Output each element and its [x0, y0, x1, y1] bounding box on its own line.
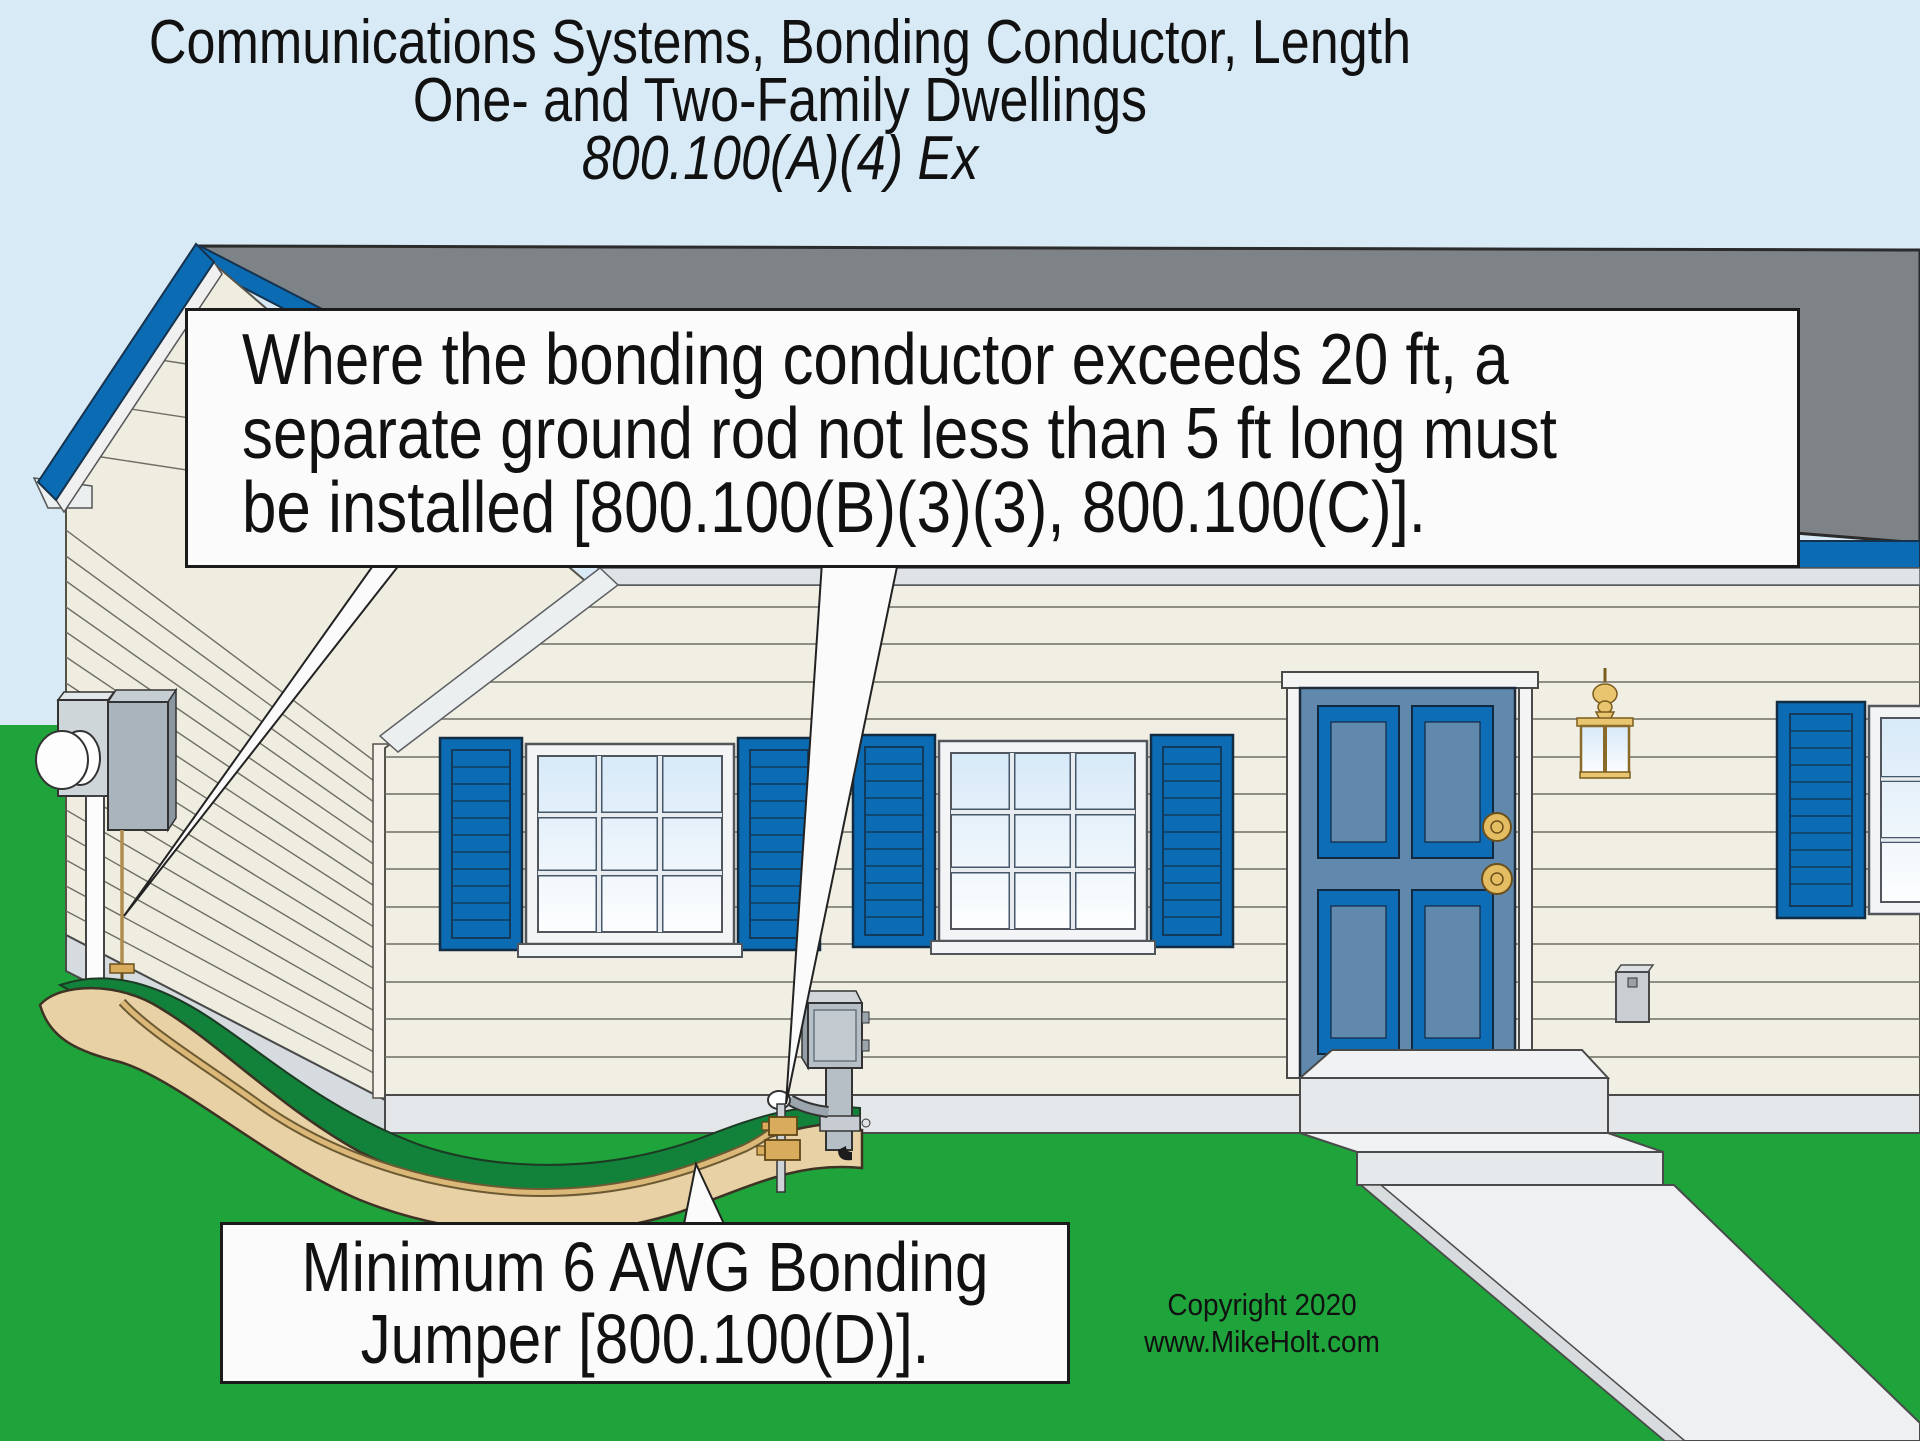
callout-line: Minimum 6 AWG Bonding — [301, 1228, 989, 1306]
door-jamb-right — [1518, 687, 1533, 1079]
window-sill — [930, 940, 1156, 955]
roof-fascia-blue — [1794, 540, 1920, 569]
trench — [38, 977, 864, 1235]
doorbell-box — [1614, 964, 1655, 1023]
code-reference: 800.100(A)(4) Ex — [581, 124, 979, 193]
title-line-1: Communications Systems, Bonding Conducto… — [148, 8, 1412, 77]
window-sill — [517, 943, 743, 958]
door-lintel — [1281, 671, 1539, 689]
satellite-dish-icon — [35, 730, 101, 790]
shutter — [851, 733, 937, 949]
ground-rod-clamps — [756, 1116, 801, 1161]
shutter — [438, 736, 524, 952]
comm-equipment-left — [35, 687, 178, 1003]
sidewalk — [1358, 1184, 1920, 1441]
ground-rod-callout: Where the bonding conductor exceeds 20 f… — [185, 308, 1800, 568]
door-knob — [1481, 812, 1513, 895]
shutter — [1149, 733, 1235, 949]
page-title: Communications Systems, Bonding Conducto… — [0, 8, 1560, 193]
gable-rake-left — [32, 242, 223, 514]
copyright-line-2: www.MikeHolt.com — [1144, 1324, 1380, 1359]
callout-line: Where the bonding conductor exceeds 20 f… — [242, 320, 1509, 400]
copyright-notice: Copyright 2020 www.MikeHolt.com — [1082, 1286, 1442, 1360]
door-jamb-left — [1286, 687, 1301, 1079]
porch-steps — [1297, 1049, 1664, 1186]
rake-soffit — [378, 567, 620, 753]
front-foundation — [384, 1094, 1920, 1134]
callout-line: separate ground rod not less than 5 ft l… — [242, 394, 1557, 474]
conduit — [825, 1067, 853, 1151]
shutter — [1775, 700, 1867, 920]
conduit-strap — [819, 1115, 861, 1132]
front-door — [1281, 671, 1539, 1080]
nid-box — [107, 701, 169, 831]
window-center — [851, 733, 1235, 955]
ground-rod-assembly — [756, 990, 871, 1193]
window-right — [1775, 700, 1920, 920]
window-left — [438, 736, 822, 958]
title-line-2: One- and Two-Family Dwellings — [412, 66, 1148, 135]
bonding-jumper-callout: Minimum 6 AWG Bonding Jumper [800.100(D)… — [220, 1222, 1070, 1384]
callout-line: be installed [800.100(B)(3)(3), 800.100(… — [242, 468, 1426, 548]
copyright-line-1: Copyright 2020 — [1167, 1287, 1357, 1322]
eave-fascia — [597, 567, 1920, 586]
door-panels — [1317, 705, 1494, 1055]
door-lantern-icon — [1576, 668, 1634, 779]
callout-line: Jumper [800.100(D)]. — [360, 1300, 930, 1378]
